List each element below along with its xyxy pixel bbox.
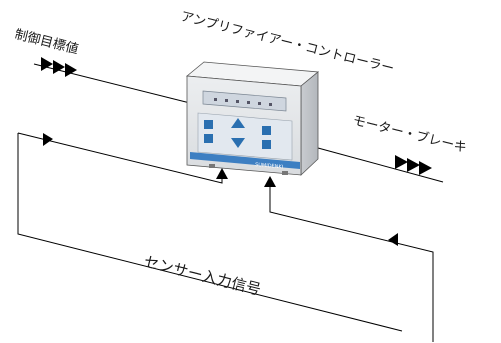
device-down-arrow: [231, 138, 245, 148]
device-up-arrow: [231, 118, 245, 128]
input-arrow-2: [53, 60, 65, 74]
sensor-input-label: センサー入力信号: [142, 252, 263, 298]
left-loop-arrow: [43, 133, 53, 146]
motor-brake-label: モーター・ブレーキ: [351, 112, 468, 156]
device-foot-left: [209, 164, 215, 168]
target-input-label: 制御目標値: [13, 26, 80, 57]
right-loop-arrow: [388, 233, 398, 246]
left-feedback-loop: [17, 132, 403, 332]
device-button-left-top: [204, 120, 213, 129]
device-foot-right: [282, 171, 288, 175]
device-side: [300, 71, 319, 176]
display-segments: [214, 98, 272, 106]
controller-device: SUMIDENKI: [185, 61, 320, 176]
output-arrow-2: [407, 158, 420, 172]
target-input-line: [33, 57, 191, 104]
device-button-right-bottom: [262, 140, 271, 149]
motor-output-line: [317, 147, 444, 183]
output-arrow-3: [419, 161, 432, 175]
output-arrow-1: [395, 155, 408, 169]
device-button-left-bottom: [204, 134, 213, 143]
input-arrow-3: [65, 63, 77, 77]
input-arrow-1: [41, 57, 53, 71]
device-brand-strip: [190, 152, 300, 169]
right-feedback-loop: [264, 176, 434, 342]
left-loop-up-arrow: [216, 168, 228, 179]
device-display: [202, 90, 287, 112]
device-brand-text: SUMIDENKI: [255, 162, 284, 170]
device-button-right-top: [262, 126, 271, 135]
right-loop-up-arrow: [264, 176, 276, 187]
